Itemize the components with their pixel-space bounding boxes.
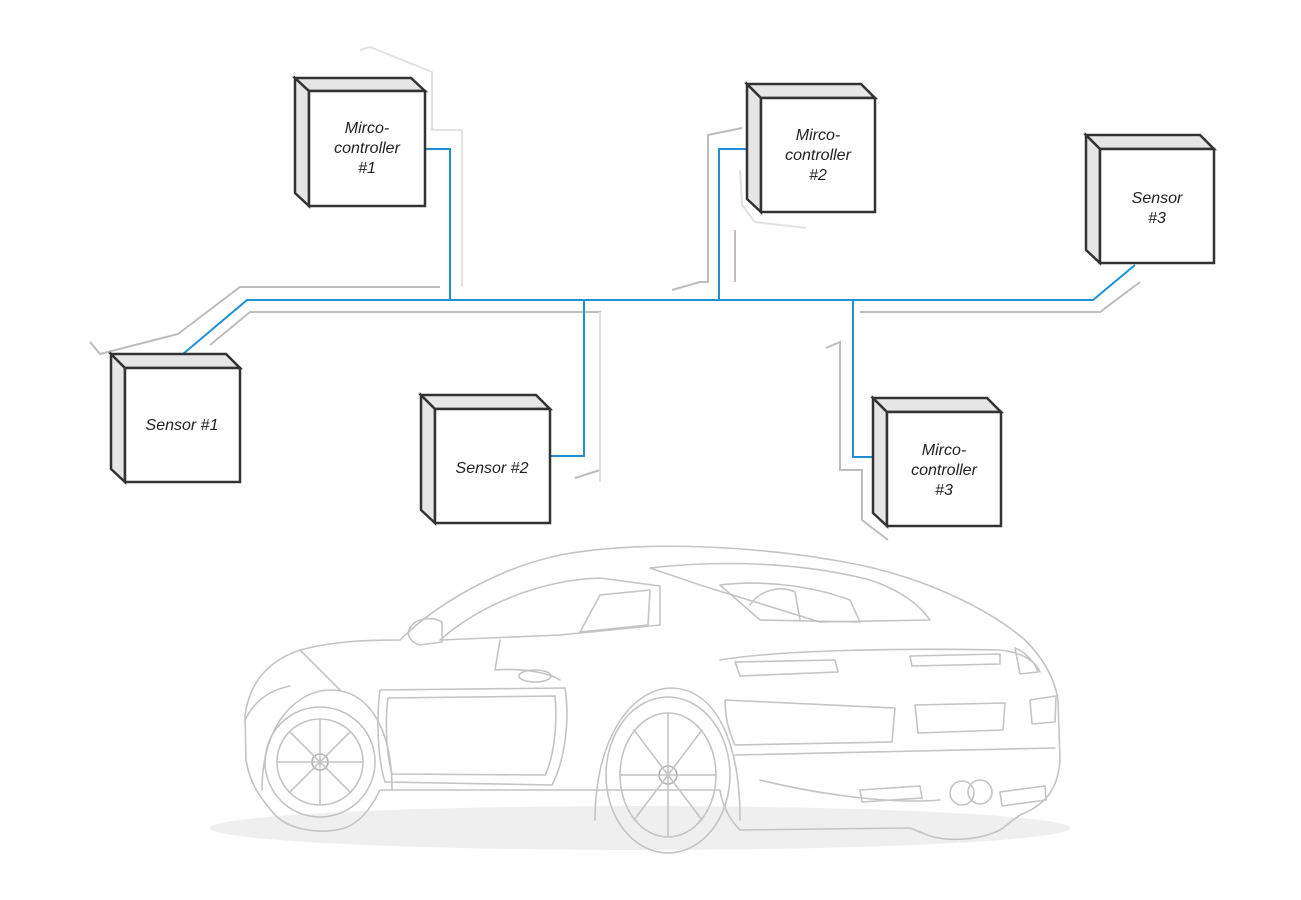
node-sensor-1: Sensor #1 [107,350,244,485]
bus-main [182,264,1136,355]
node-label-line: #3 [935,482,953,499]
bus-shadow-lines [89,45,1141,541]
node-sensor-2: Sensor #2 [417,391,554,526]
node-sensor-3: Sensor #3 [1082,131,1218,266]
node-label-line: Mirco- [796,127,840,144]
node-label-line: #2 [809,167,827,184]
node-label-line: controller [334,140,400,157]
node-label-line: Mirco- [345,120,389,137]
node-label-line: controller [911,462,977,479]
sports-car-icon [244,545,1061,854]
node-label-line: Sensor #1 [146,417,219,434]
car-ground-shadow [210,806,1070,850]
bus-drop-mc3 [852,300,876,458]
bus-lines [182,148,1136,458]
node-label-line: #1 [358,160,376,177]
node-microcontroller-1: Mirco- controller #1 [291,75,429,209]
node-label-line: Mirco- [922,442,966,459]
node-label-line: Sensor #2 [456,460,529,477]
node-microcontroller-2: Mirco- controller #2 [743,80,879,215]
bus-drop-mc2 [718,148,747,300]
bus-drop-mc1 [425,148,451,300]
node-label-line: controller [785,147,851,164]
bus-drop-s2 [551,300,585,457]
node-label-line: #3 [1148,210,1166,227]
node-microcontroller-3: Mirco- controller #3 [869,394,1005,529]
node-label-line: Sensor [1132,190,1183,207]
